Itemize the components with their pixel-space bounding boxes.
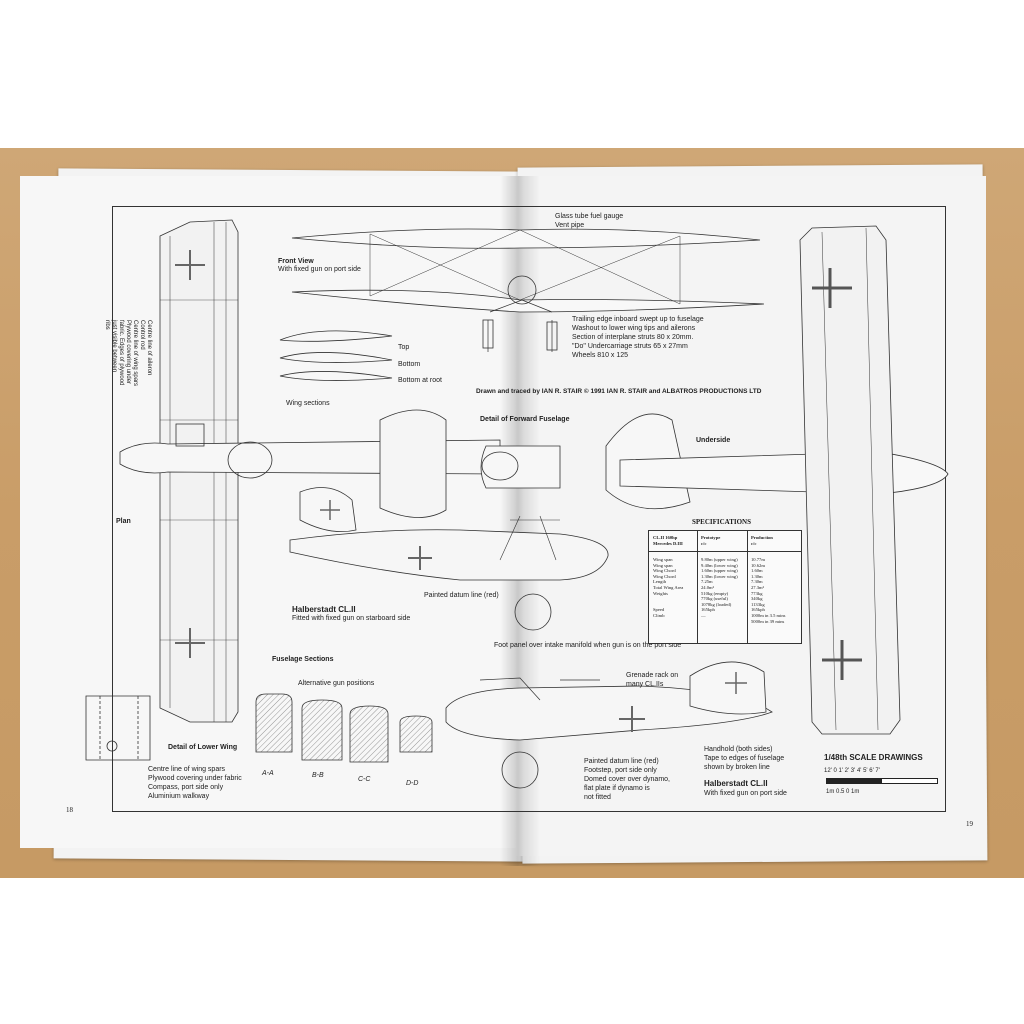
scale-title: 1/48th SCALE DRAWINGS [824, 753, 923, 762]
section-dd-label: D-D [406, 780, 419, 787]
vertical-note-4: Plywood covering under [125, 320, 131, 385]
underside-view [605, 413, 949, 510]
spec-col2-header: Prototype c/c [701, 535, 721, 546]
wing-sections-drawing [279, 330, 393, 381]
plan-view-drawing [119, 219, 501, 723]
plan-title: Plan [116, 518, 131, 525]
undercarriage-label: "Do" Undercarriage struts 65 x 27mm [572, 343, 688, 350]
halberstadt-port-subtitle: With fixed gun on port side [704, 790, 787, 797]
interplane-label: Section of interplane struts 80 x 20mm. [572, 334, 694, 341]
wing-sections-title: Wing sections [286, 400, 330, 407]
side-view-starboard [289, 487, 609, 631]
forward-fuselage-detail [480, 445, 561, 489]
halberstadt-starboard-subtitle: Fitted with fixed gun on starboard side [292, 615, 411, 622]
front-view-subtitle: With fixed gun on port side [278, 266, 361, 273]
grenade-label: Grenade rack on [626, 672, 679, 679]
walkway-label: Aluminium walkway [148, 793, 210, 800]
spec-col1-header: CL.II 160hp Mercedes D.III [653, 535, 683, 546]
datum-line-label: Painted datum line (red) [424, 592, 499, 599]
front-view-drawing [291, 228, 765, 352]
scale-metres: 1m 0.5 0 1m [826, 789, 860, 795]
vent-pipe-label: Vent pipe [555, 222, 585, 229]
halberstadt-port-title: Halberstadt CL.II [704, 779, 768, 788]
spars-label: Centre line of wing spars [148, 766, 226, 773]
right-page [516, 176, 986, 856]
fuselage-sections [255, 693, 433, 763]
grenade-label-2: many CL.IIs [626, 681, 664, 688]
side-view-port [445, 661, 773, 789]
vertical-note-7: ribs [104, 320, 110, 330]
vertical-note-3: Centre line of wing spars [132, 320, 138, 387]
detail-fuselage-title: Detail of Forward Fuselage [480, 416, 570, 423]
page-number-left: 18 [66, 806, 73, 814]
specifications-title: SPECIFICATIONS [692, 518, 751, 526]
compass-label: Compass, port side only [148, 784, 224, 791]
spec-rows-production: 10.77m 10.62m 1.60m 1.30m 7.30m 27.3m² 7… [751, 557, 786, 624]
spec-rows-labels: Wing span Wing span Wing Chord Wing Chor… [653, 557, 684, 618]
handhold-label: Handhold (both sides) [704, 746, 773, 753]
drawing-border [112, 206, 946, 812]
flat-label: flat plate if dynamo is [584, 785, 650, 792]
right-wing-plan [799, 225, 901, 735]
section-bottom-label: Bottom [398, 361, 421, 368]
scale-feet: 12' 0 1' 2' 3' 4' 5' 6' 7' [824, 768, 880, 774]
page-gutter [500, 176, 540, 866]
domed-label: Domed cover over dynamo, [584, 776, 670, 783]
spec-rows-prototype: 9.80m (upper wing) 9.40m (lower wing) 1.… [701, 557, 738, 618]
datum-line-label-2: Painted datum line (red) [584, 758, 659, 765]
tape-label-2: shown by broken line [704, 764, 770, 771]
lower-wing-detail [85, 695, 151, 761]
plywood-label: Plywood covering under fabric [148, 775, 242, 782]
front-view-title: Front View [278, 258, 314, 265]
vertical-note-2: Control rod [139, 320, 145, 350]
trailing-edge-label: Trailing edge inboard swept up to fusela… [572, 316, 704, 323]
fuselage-sections-title: Fuselage Sections [272, 656, 334, 663]
section-bb-label: B-B [312, 772, 324, 779]
halberstadt-starboard-title: Halberstadt CL.II [292, 605, 356, 614]
section-cc-label: C-C [358, 776, 371, 783]
vertical-note-6: just visible between [111, 320, 117, 373]
foot-panel-label: Foot panel over intake manifold when gun… [494, 642, 682, 649]
section-aa-label: A-A [262, 770, 274, 777]
tape-label: Tape to edges of fuselage [704, 755, 785, 762]
scale-bar [826, 778, 938, 784]
specifications-table: CL.II 160hp Mercedes D.III Prototype c/c… [648, 530, 802, 644]
vertical-note-1: Centre line of aileron [146, 320, 152, 376]
vertical-note-5: fabric. Edges of plywood [118, 320, 124, 386]
underside-title: Underside [696, 437, 731, 444]
credit-line: Drawn and traced by IAN R. STAIR © 1991 … [476, 388, 762, 395]
wheels-label: Wheels 810 x 125 [572, 352, 629, 359]
spec-col3-header: Production c/c [751, 535, 773, 546]
section-top-label: Top [398, 344, 410, 351]
fuel-gauge-label: Glass tube fuel gauge [555, 213, 624, 220]
section-bottom-root-label: Bottom at root [398, 377, 442, 384]
page-number-right: 19 [966, 820, 973, 828]
footstep-label: Footstep, port side only [584, 767, 657, 774]
washout-label: Washout to lower wing tips and ailerons [572, 325, 696, 332]
detail-lower-wing-title: Detail of Lower Wing [168, 744, 238, 751]
alt-gun-label: Alternative gun positions [298, 680, 375, 687]
notfitted-label: not fitted [584, 794, 611, 801]
